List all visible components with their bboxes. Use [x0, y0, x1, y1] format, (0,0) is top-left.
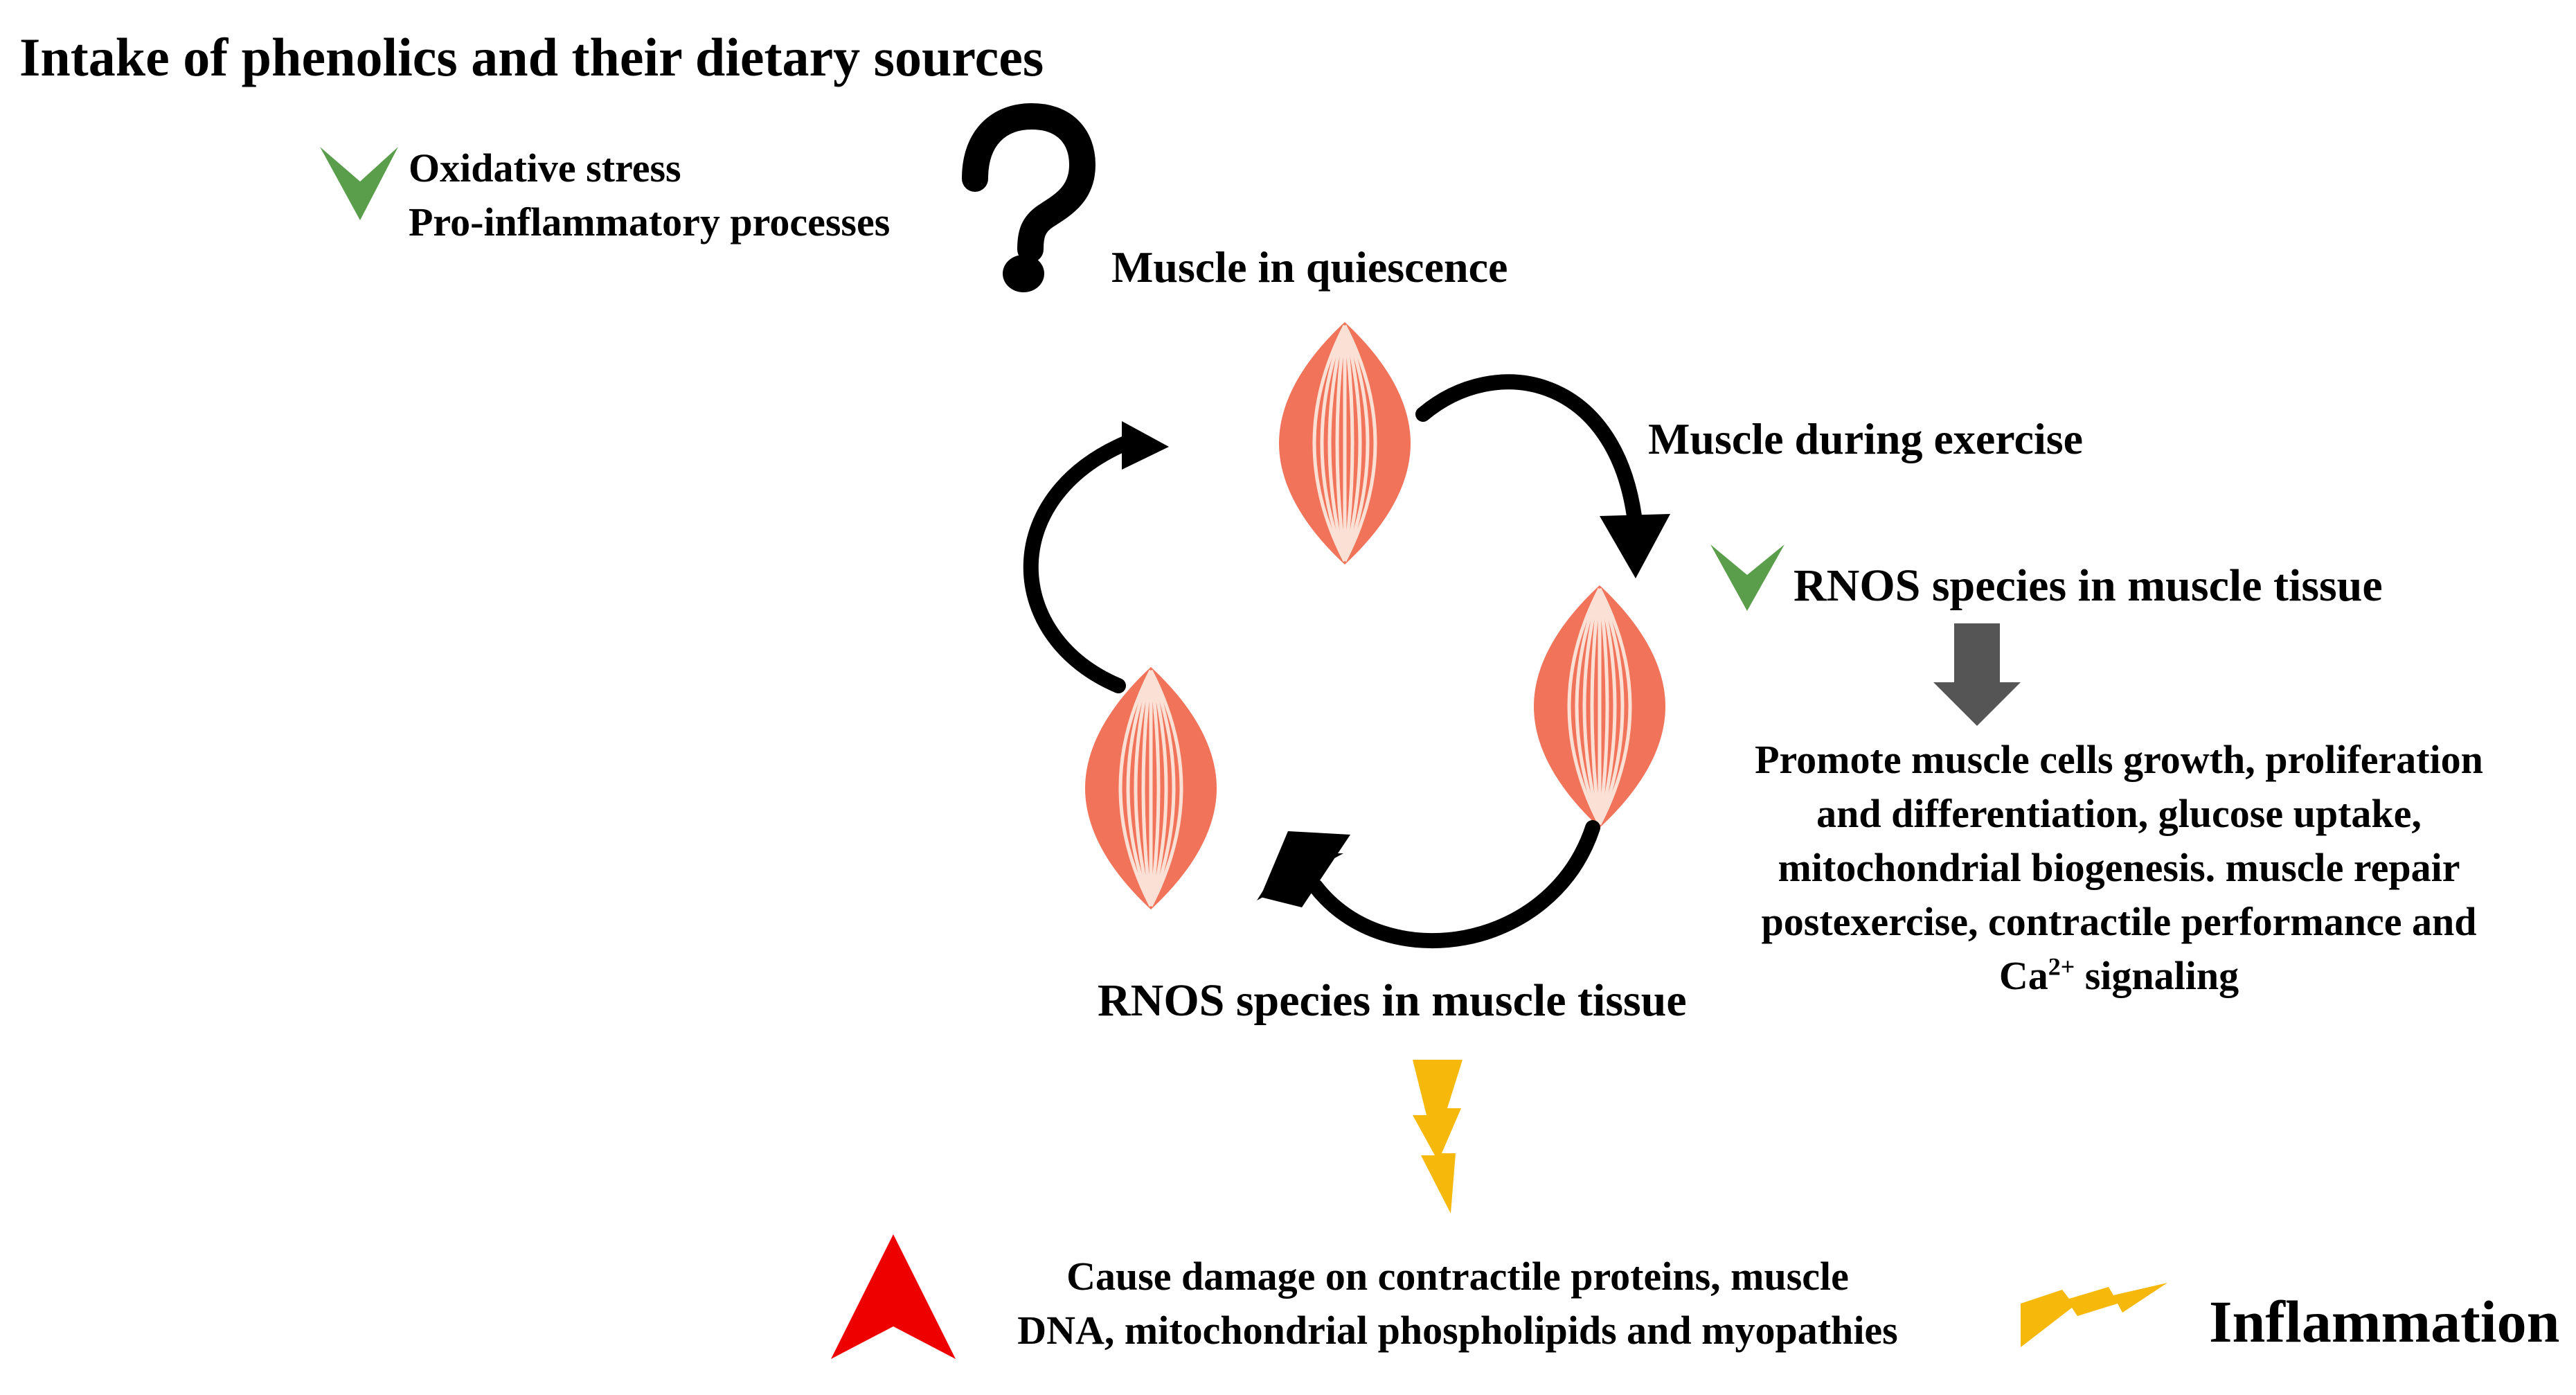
- beneficial-line-2: and differentiation, glucose uptake,: [1816, 791, 2422, 836]
- muscle-quiescence-icon: [1279, 322, 1411, 565]
- lightning-bolt-icon: [2021, 1283, 2167, 1347]
- muscle-recovery-icon: [1085, 667, 1217, 909]
- question-mark-icon: [962, 103, 1096, 292]
- up-triangle-red-icon: [831, 1234, 956, 1359]
- down-triangle-green-icon: [320, 147, 398, 220]
- beneficial-effects-text: Promote muscle cells growth, proliferati…: [1683, 733, 2555, 1003]
- label-muscle-exercise: Muscle during exercise: [1648, 414, 2084, 463]
- down-arrow-gray-icon: [1933, 623, 2021, 726]
- down-triangle-green-icon: [1710, 544, 1785, 611]
- lightning-bolt-icon: [1413, 1060, 1463, 1214]
- harmful-line-1: Cause damage on contractile proteins, mu…: [1066, 1254, 1849, 1299]
- label-muscle-quiescence: Muscle in quiescence: [1111, 242, 1508, 292]
- label-rnos-bottom: RNOS species in muscle tissue: [1098, 975, 1687, 1026]
- signaling-text: signaling: [2075, 953, 2239, 998]
- curved-arrow-head-2b: [1260, 831, 1350, 907]
- beneficial-line-4: postexercise, contractile performance an…: [1761, 899, 2477, 944]
- beneficial-line-3: mitochondrial biogenesis. muscle repair: [1778, 845, 2460, 890]
- curved-arrow-head-1: [1600, 514, 1670, 578]
- beneficial-line-1: Promote muscle cells growth, proliferati…: [1755, 737, 2483, 782]
- muscle-exercise-icon: [1534, 585, 1665, 828]
- harmful-line-2: DNA, mitochondrial phospholipids and myo…: [1017, 1308, 1898, 1353]
- diagram-title: Intake of phenolics and their dietary so…: [19, 27, 1044, 87]
- beneficial-line-5: Ca2+ signaling: [1683, 949, 2555, 1003]
- phenolic-effect-oxidative-stress: Oxidative stress: [409, 145, 681, 190]
- phenolic-effect-pro-inflammatory: Pro-inflammatory processes: [409, 199, 891, 245]
- calcium-symbol: Ca: [1998, 953, 2048, 998]
- label-rnos-right: RNOS species in muscle tissue: [1794, 560, 2383, 611]
- label-inflammation: Inflammation: [2209, 1288, 2560, 1355]
- calcium-charge: 2+: [2048, 952, 2075, 981]
- curved-arrow-head-3: [1122, 421, 1169, 470]
- harmful-effects-text: Cause damage on contractile proteins, mu…: [949, 1250, 1967, 1358]
- curved-arrow-icon: [1023, 374, 1642, 949]
